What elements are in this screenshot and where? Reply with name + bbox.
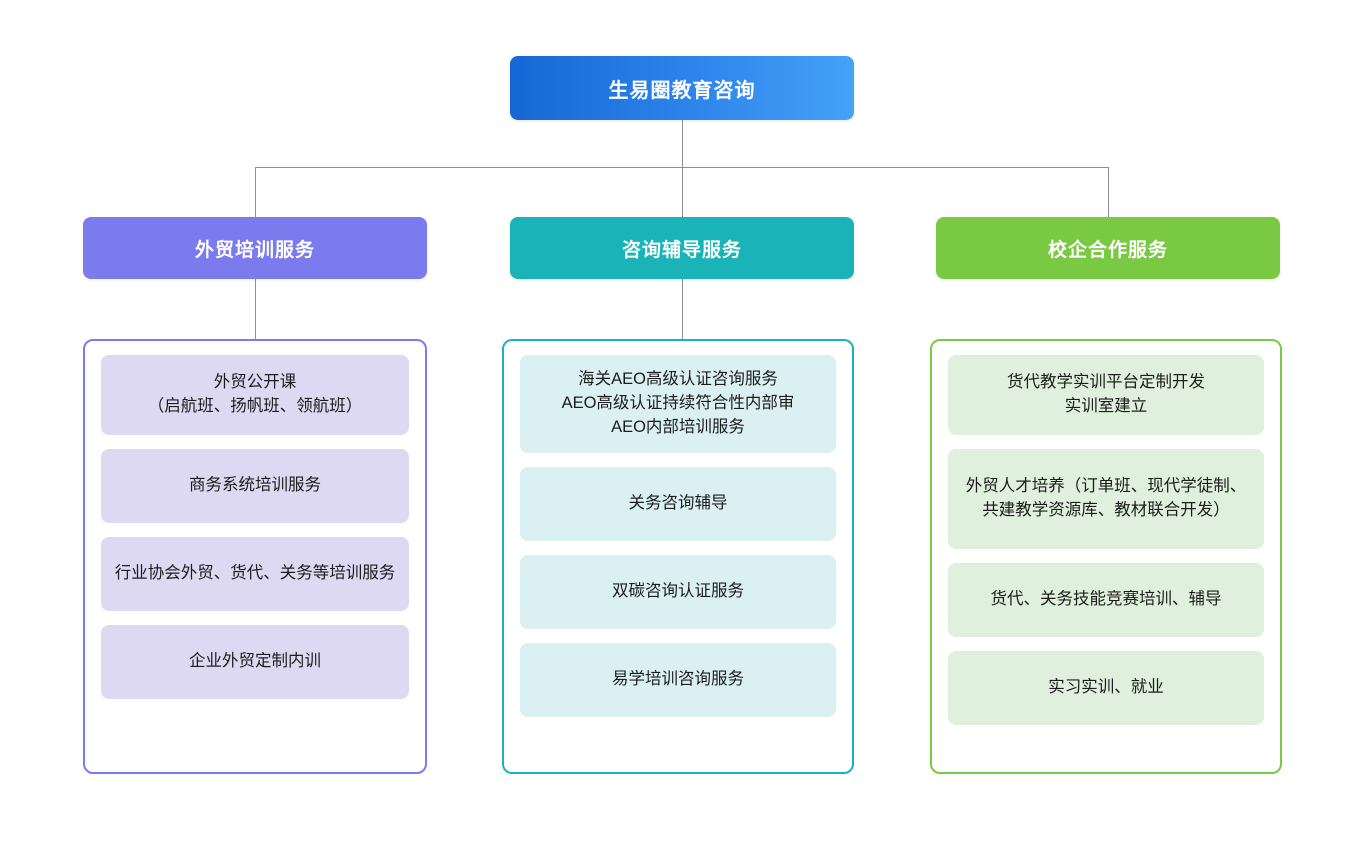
- service-item[interactable]: 货代教学实训平台定制开发 实训室建立: [948, 355, 1264, 435]
- branch-header-zixun-fudao[interactable]: 咨询辅导服务: [510, 217, 854, 279]
- root-node[interactable]: 生易圈教育咨询: [510, 56, 854, 120]
- service-item[interactable]: 双碳咨询认证服务: [520, 555, 836, 629]
- service-item[interactable]: 易学培训咨询服务: [520, 643, 836, 717]
- connector-bus-to-branch-2: [682, 167, 683, 217]
- service-item[interactable]: 货代、关务技能竞赛培训、辅导: [948, 563, 1264, 637]
- branch-box-waimao-peixun: 外贸公开课 （启航班、扬帆班、领航班） 商务系统培训服务 行业协会外贸、货代、关…: [83, 339, 427, 774]
- service-item[interactable]: 商务系统培训服务: [101, 449, 409, 523]
- service-item[interactable]: 行业协会外贸、货代、关务等培训服务: [101, 537, 409, 611]
- connector-root-trunk: [682, 120, 683, 167]
- service-item[interactable]: 外贸人才培养（订单班、现代学徒制、共建教学资源库、教材联合开发）: [948, 449, 1264, 549]
- service-item[interactable]: 关务咨询辅导: [520, 467, 836, 541]
- branch-box-zixun-fudao: 海关AEO高级认证咨询服务 AEO高级认证持续符合性内部审 AEO内部培训服务 …: [502, 339, 854, 774]
- branch-header-label: 咨询辅导服务: [621, 239, 742, 261]
- connector-horizontal-bus: [255, 167, 1108, 168]
- connector-bus-to-branch-3: [1108, 167, 1109, 217]
- service-item[interactable]: 企业外贸定制内训: [101, 625, 409, 699]
- service-item[interactable]: 外贸公开课 （启航班、扬帆班、领航班）: [101, 355, 409, 435]
- branch-header-label: 外贸培训服务: [194, 239, 315, 261]
- branch-box-xiaoqi-hezuo: 货代教学实训平台定制开发 实训室建立 外贸人才培养（订单班、现代学徒制、共建教学…: [930, 339, 1282, 774]
- branch-header-label: 校企合作服务: [1047, 239, 1168, 261]
- connector-bus-to-branch-1: [255, 167, 256, 217]
- service-item[interactable]: 实习实训、就业: [948, 651, 1264, 725]
- connector-branch-2-to-box: [682, 279, 683, 339]
- root-node-label: 生易圈教育咨询: [608, 79, 756, 102]
- service-item[interactable]: 海关AEO高级认证咨询服务 AEO高级认证持续符合性内部审 AEO内部培训服务: [520, 355, 836, 453]
- branch-header-waimao-peixun[interactable]: 外贸培训服务: [83, 217, 427, 279]
- connector-branch-1-to-box: [255, 279, 256, 339]
- branch-header-xiaoqi-hezuo[interactable]: 校企合作服务: [936, 217, 1280, 279]
